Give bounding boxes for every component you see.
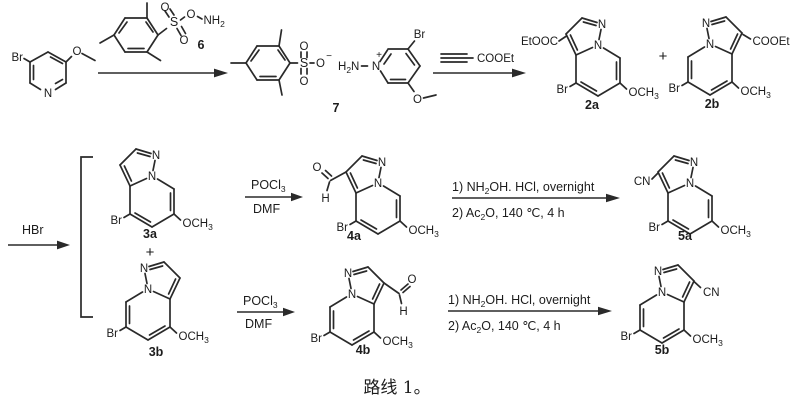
o-atom-label: O bbox=[161, 2, 170, 14]
condition-line-1: 1) NH2OH. HCl, overnight bbox=[448, 293, 591, 309]
o-atom-label: O bbox=[180, 35, 189, 47]
product-bracket bbox=[80, 156, 93, 318]
s-atom-label: S bbox=[170, 15, 178, 29]
ester-substituent-label: COOEt bbox=[753, 36, 791, 48]
o-atom-label: O bbox=[300, 41, 309, 53]
compound-5a: CN 5a bbox=[634, 155, 752, 243]
salt-7: O S O O − H2N N + Br O 7 bbox=[230, 29, 437, 115]
compound-4b-core bbox=[309, 266, 414, 351]
compound-label-2b: 2b bbox=[705, 97, 720, 111]
pocl3-label: POCl3 bbox=[251, 178, 286, 194]
compound-2a: EtOOC 2a bbox=[521, 17, 660, 112]
scheme-caption: 路线 1。 bbox=[363, 378, 430, 398]
plus-sign-left: + bbox=[146, 244, 155, 261]
condition-line-1: 1) NH2OH. HCl, overnight bbox=[452, 180, 595, 196]
o-atom-label: O bbox=[73, 46, 82, 58]
reagent6-bonds bbox=[99, 2, 203, 62]
amine-label: NH2 bbox=[204, 15, 226, 29]
compound-number-7: 7 bbox=[333, 101, 340, 115]
formylation-arrow-bottom: POCl3 DMF bbox=[237, 294, 295, 331]
pocl3-label: POCl3 bbox=[243, 294, 278, 310]
compound-4a: O H 4a bbox=[313, 155, 440, 243]
aldehyde-group bbox=[383, 282, 411, 305]
reagent-ethyl-propiolate: COOEt bbox=[440, 53, 515, 65]
compound-3b-core bbox=[105, 261, 210, 346]
compound-3a-core bbox=[109, 148, 214, 233]
nitrile-substituent-label: CN bbox=[634, 176, 651, 188]
h-atom-label: H bbox=[321, 193, 329, 205]
reagent-msh-6: O S O O NH2 6 bbox=[99, 2, 226, 62]
reaction-arrow-1 bbox=[98, 68, 228, 78]
compound-4b: O H 4b bbox=[309, 266, 417, 357]
o-atom-label: O bbox=[187, 9, 196, 21]
compound-5a-core bbox=[647, 155, 752, 240]
aldehyde-group bbox=[321, 169, 347, 192]
compound-3b: 3b bbox=[105, 261, 210, 359]
n-plus-atom-label: N bbox=[372, 61, 380, 73]
compound-number-6: 6 bbox=[198, 38, 205, 52]
h-atom-label: H bbox=[399, 306, 407, 318]
compound-label-5b: 5b bbox=[655, 343, 670, 357]
compound-label-3a: 3a bbox=[143, 227, 158, 241]
nitrile-substituent-label: CN bbox=[703, 287, 720, 299]
hbr-step: HBr bbox=[8, 223, 70, 250]
compound-3a: 3a bbox=[109, 148, 214, 241]
ester-substituent-label: EtOOC bbox=[521, 36, 558, 48]
compound-label-2a: 2a bbox=[585, 98, 600, 112]
plus-sign-top: + bbox=[659, 48, 668, 65]
nitrile-conditions-top: 1) NH2OH. HCl, overnight 2) Ac2O, 140 ℃,… bbox=[452, 180, 620, 222]
compound-2b-core bbox=[667, 16, 772, 101]
compound-4a-core bbox=[335, 155, 440, 240]
compound-2a-core bbox=[555, 17, 660, 102]
reaction-arrow-2 bbox=[433, 68, 526, 78]
compound-label-4a: 4a bbox=[347, 229, 362, 243]
dmf-label: DMF bbox=[245, 317, 272, 331]
formylation-arrow-top: POCl3 DMF bbox=[245, 178, 303, 216]
br-atom-label: Br bbox=[12, 52, 24, 64]
compound-label-4b: 4b bbox=[356, 343, 371, 357]
o-atom-label: O bbox=[408, 274, 417, 286]
o-atom-label: O bbox=[313, 162, 322, 174]
hbr-reagent-label: HBr bbox=[22, 223, 44, 237]
condition-line-2: 2) Ac2O, 140 ℃, 4 h bbox=[448, 319, 561, 335]
o-atom-label: O bbox=[300, 76, 309, 88]
nitrile-conditions-bottom: 1) NH2OH. HCl, overnight 2) Ac2O, 140 ℃,… bbox=[448, 293, 612, 335]
start-material-bonds bbox=[23, 51, 96, 91]
compound-label-5a: 5a bbox=[678, 229, 693, 243]
compound-2b: COOEt 2b bbox=[667, 16, 791, 111]
salt7-bonds bbox=[230, 29, 437, 99]
hydrazinium-label: H2N bbox=[338, 61, 359, 75]
n-atom-label: N bbox=[44, 88, 52, 100]
dmf-label: DMF bbox=[253, 202, 280, 216]
br-atom-label: Br bbox=[414, 29, 426, 41]
negative-charge: − bbox=[326, 51, 332, 62]
o-anion-label: O bbox=[316, 58, 325, 70]
condition-line-2: 2) Ac2O, 140 ℃, 4 h bbox=[452, 206, 565, 222]
s-atom-label: S bbox=[300, 56, 308, 70]
compound-label-3b: 3b bbox=[149, 345, 164, 359]
compound-5b: CN 5b bbox=[619, 264, 724, 357]
ester-label: COOEt bbox=[477, 53, 515, 65]
positive-charge: + bbox=[376, 50, 382, 61]
molecule-bromo-methoxypyridine: Br O N bbox=[12, 46, 96, 100]
o-atom-label: O bbox=[413, 94, 422, 106]
compound-5b-core bbox=[619, 264, 724, 349]
